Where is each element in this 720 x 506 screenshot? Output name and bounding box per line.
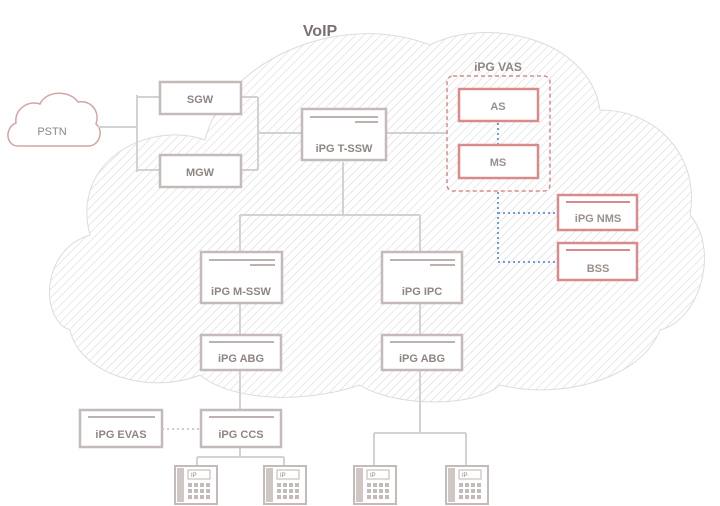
nms-node[interactable]: iPG NMS [556,193,639,232]
ip-phones: IP IP IP IP [174,465,489,505]
bss-node[interactable]: BSS [556,241,639,282]
ipc-label: iPG IPC [402,286,442,298]
pstn-label: PSTN [37,126,66,138]
pstn-cloud [7,92,101,147]
ip-phone-icon: IP [263,465,307,505]
ip-phone-label: IP [280,473,286,479]
ms-label: MS [490,157,507,169]
mgw-label: MGW [186,167,215,179]
vas-group-label: iPG VAS [474,60,522,74]
ipc-node[interactable]: iPG IPC [380,250,464,305]
dotted-links [162,123,558,430]
sgw-node[interactable]: SGW [158,80,243,116]
ip-phone-label: IP [370,473,376,479]
vas-group-border [446,75,551,192]
ip-phone-icon: IP [353,465,397,505]
ip-phone-label: IP [462,473,468,479]
diagram-title: VoIP [303,23,338,40]
evas-node[interactable]: iPG EVAS [78,408,164,449]
abg-left-label: iPG ABG [218,353,264,365]
abg-right-label: iPG ABG [399,353,445,365]
voip-cloud [49,32,705,403]
as-label: AS [490,101,505,113]
abg-right-node[interactable]: iPG ABG [380,333,464,372]
mgw-node[interactable]: MGW [158,153,243,189]
connection-lines [98,95,467,466]
tssw-node[interactable]: iPG T-SSW [300,107,388,162]
ip-phone-label: IP [191,473,197,479]
abg-left-node[interactable]: iPG ABG [199,333,283,372]
evas-label: iPG EVAS [95,429,146,441]
mssw-label: iPG M-SSW [211,286,272,298]
tssw-label: iPG T-SSW [316,143,373,155]
ms-node[interactable]: MS [457,143,540,180]
bss-label: BSS [587,263,610,275]
ip-phone-icon: IP [174,465,218,505]
ccs-label: iPG CCS [218,429,263,441]
nms-label: iPG NMS [575,213,621,225]
ccs-node[interactable]: iPG CCS [199,408,283,449]
ip-phone-icon: IP [445,465,489,505]
mssw-node[interactable]: iPG M-SSW [199,250,284,305]
sgw-label: SGW [187,94,214,106]
as-node[interactable]: AS [457,87,540,123]
